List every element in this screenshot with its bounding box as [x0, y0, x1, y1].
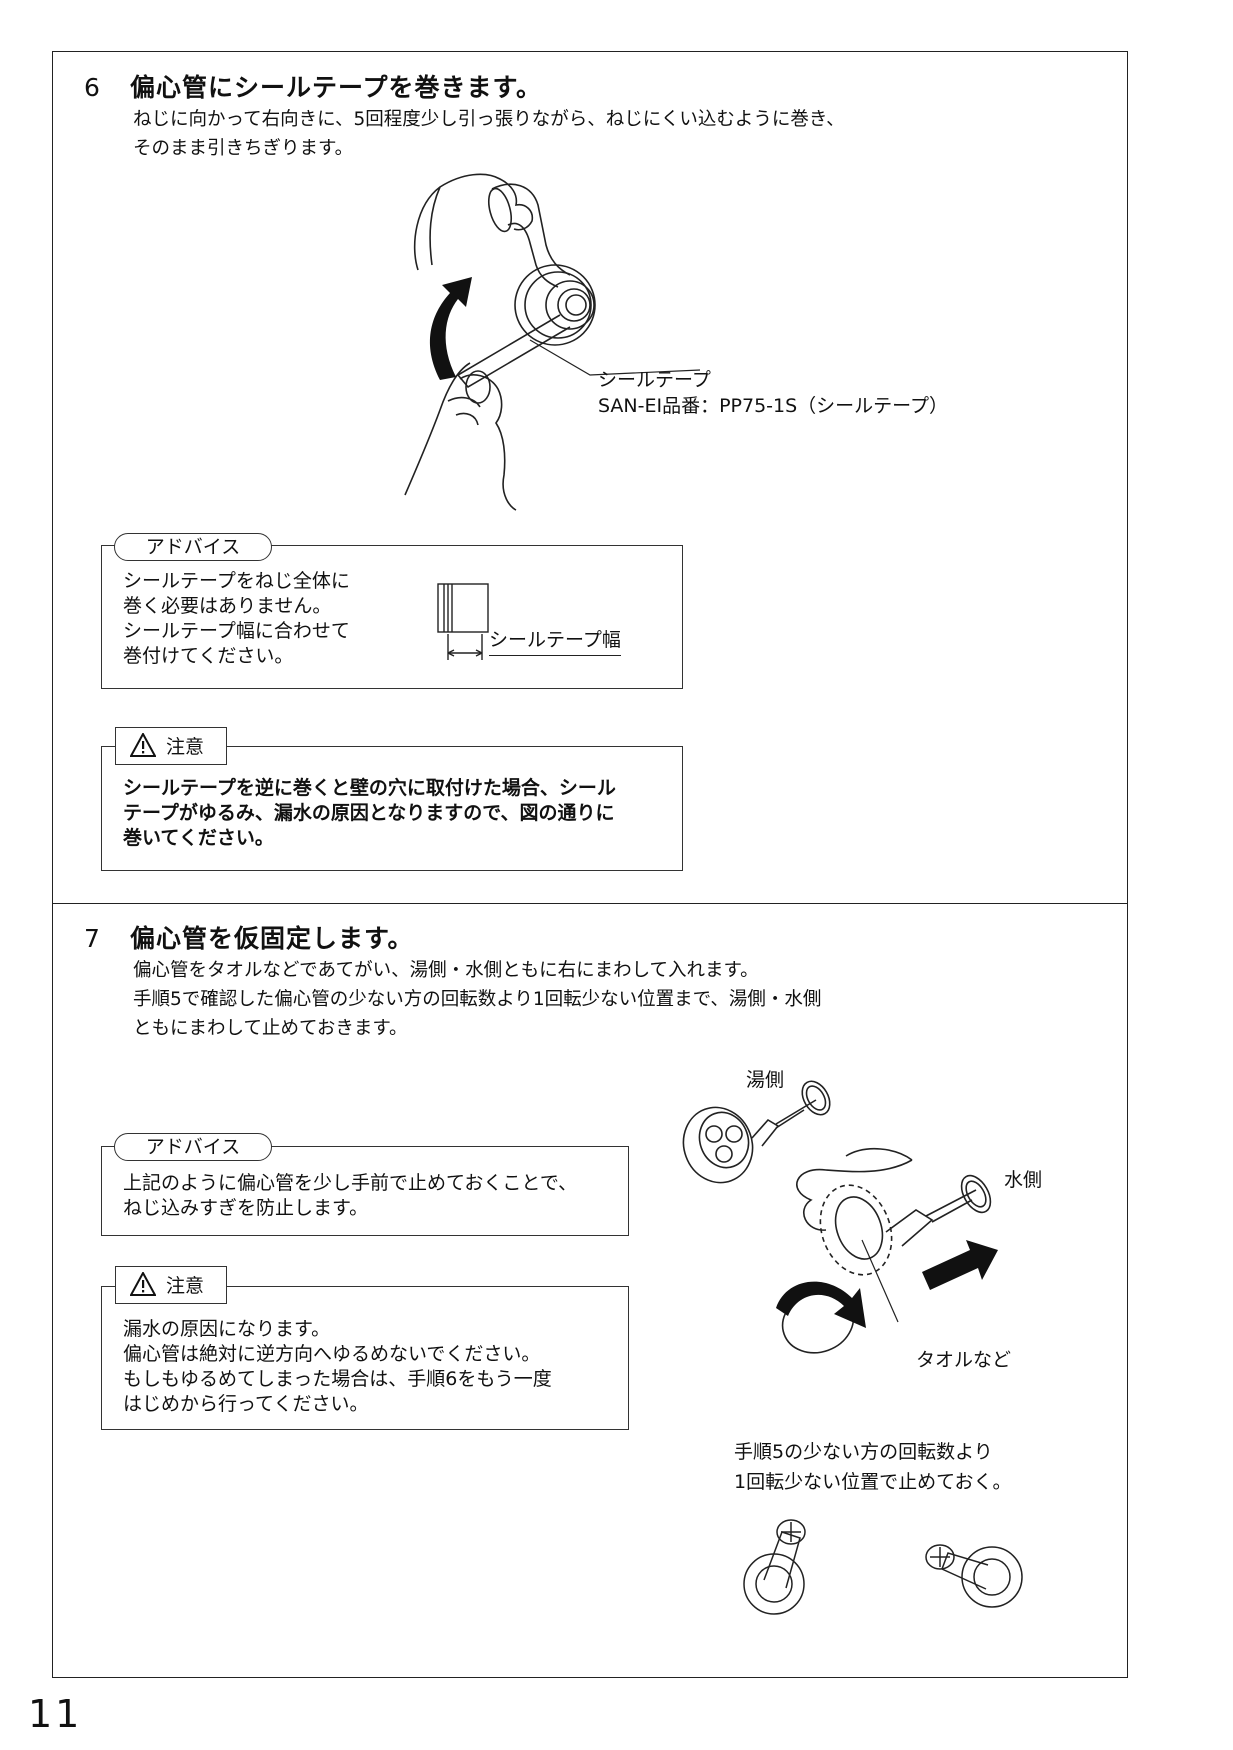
step6-caution-tag: 注意: [115, 727, 227, 765]
section-divider: [52, 903, 1128, 904]
step7-line-3: ともにまわして止めておきます。: [133, 1018, 408, 1039]
step7-caution-tag: 注意: [115, 1266, 227, 1304]
position-diagram-left: [743, 1519, 806, 1615]
step7-note-line-1: 手順5の少ない方の回転数より: [734, 1441, 993, 1463]
step7-caution-box: [101, 1286, 629, 1430]
step6-advice-tag: アドバイス: [114, 533, 272, 561]
tape-wrapping-illustration: [404, 173, 701, 511]
step7-advice-line-2: ねじ込みすぎを防止します。: [123, 1197, 369, 1219]
seal-tape-label: シールテープ: [598, 369, 711, 391]
step6-advice-box: [101, 545, 683, 689]
step6-title: 偏心管にシールテープを巻きます。: [130, 73, 543, 102]
step7-heading: 7 偏心管を仮固定します。: [84, 919, 414, 955]
step6-advice-line-2: 巻く必要はありません。: [123, 595, 332, 617]
position-diagram-right: [925, 1544, 1023, 1608]
step6-heading: 6 偏心管にシールテープを巻きます。: [84, 68, 542, 104]
seal-tape-part-number: SAN-EI品番：PP75-1S（シールテープ）: [598, 395, 949, 417]
step7-note-line-2: 1回転少ない位置で止めておく。: [734, 1471, 1012, 1493]
step6-caution-box: [101, 746, 683, 871]
step7-advice-box: [101, 1146, 629, 1236]
step7-advice-text: 上記のように偏心管を少し手前で止めておくことで、 ねじ込みすぎを防止します。: [123, 1171, 577, 1221]
step6-caution-line-1: シールテープを逆に巻くと壁の穴に取付けた場合、シール: [123, 777, 616, 799]
step7-title: 偏心管を仮固定します。: [130, 924, 414, 953]
towel-label: タオルなど: [916, 1349, 1012, 1371]
step7-caution-line-3: もしもゆるめてしまった場合は、手順6をもう一度: [123, 1368, 552, 1390]
step6-caution-label: 注意: [166, 736, 205, 758]
step6-caution-line-3: 巻いてください。: [123, 827, 274, 849]
step7-advice-tag: アドバイス: [114, 1133, 272, 1161]
step7-advice-line-1: 上記のように偏心管を少し手前で止めておくことで、: [123, 1172, 578, 1194]
step6-caution-text: シールテープを逆に巻くと壁の穴に取付けた場合、シール テープがゆるみ、漏水の原因…: [123, 776, 616, 851]
step7-note: 手順5の少ない方の回転数より 1回転少ない位置で止めておく。: [734, 1437, 1012, 1497]
step6-line-2: そのまま引きちぎります。: [133, 138, 354, 159]
step7-caution-label: 注意: [166, 1275, 205, 1297]
cold-side-label: 水側: [1004, 1169, 1043, 1191]
step6-line-1: ねじに向かって右向きに、5回程度少し引っ張りながら、ねじにくい込むように巻き、: [133, 109, 845, 130]
step6-number: 6: [84, 73, 101, 102]
step7-number: 7: [84, 924, 101, 953]
step6-advice-text: シールテープをねじ全体に 巻く必要はありません。 シールテープ幅に合わせて 巻付…: [123, 569, 350, 669]
step7-caution-line-1: 漏水の原因になります。: [123, 1318, 331, 1340]
step7-line-2: 手順5で確認した偏心管の少ない方の回転数より1回転少ない位置まで、湯側・水側: [133, 989, 822, 1010]
tape-width-diagram: [437, 583, 489, 660]
step7-caution-line-4: はじめから行ってください。: [123, 1393, 369, 1415]
step7-caution-line-2: 偏心管は絶対に逆方向へゆるめないでください。: [123, 1343, 541, 1365]
step7-caution-text: 漏水の原因になります。 偏心管は絶対に逆方向へゆるめないでください。 もしもゆる…: [123, 1317, 552, 1417]
tape-width-label: シールテープ幅: [489, 628, 621, 656]
step6-instructions: ねじに向かって右向きに、5回程度少し引っ張りながら、ねじにくい込むように巻き、 …: [133, 105, 845, 163]
step6-advice-line-3: シールテープ幅に合わせて: [123, 620, 350, 642]
step7-line-1: 偏心管をタオルなどであてがい、湯側・水側ともに右にまわして入れます。: [133, 960, 759, 981]
warning-icon: [130, 733, 156, 757]
page-number: 11: [28, 1692, 83, 1736]
step6-advice-line-1: シールテープをねじ全体に: [123, 570, 350, 592]
warning-icon: [130, 1272, 156, 1296]
step6-caution-line-2: テープがゆるみ、漏水の原因となりますので、図の通りに: [123, 802, 615, 824]
eccentric-pipe-illustration: [682, 1080, 998, 1354]
step6-advice-line-4: 巻付けてください。: [123, 645, 294, 667]
step7-instructions: 偏心管をタオルなどであてがい、湯側・水側ともに右にまわして入れます。 手順5で確…: [133, 956, 821, 1043]
page-frame: [52, 51, 1128, 1678]
hot-side-label: 湯側: [746, 1069, 785, 1091]
